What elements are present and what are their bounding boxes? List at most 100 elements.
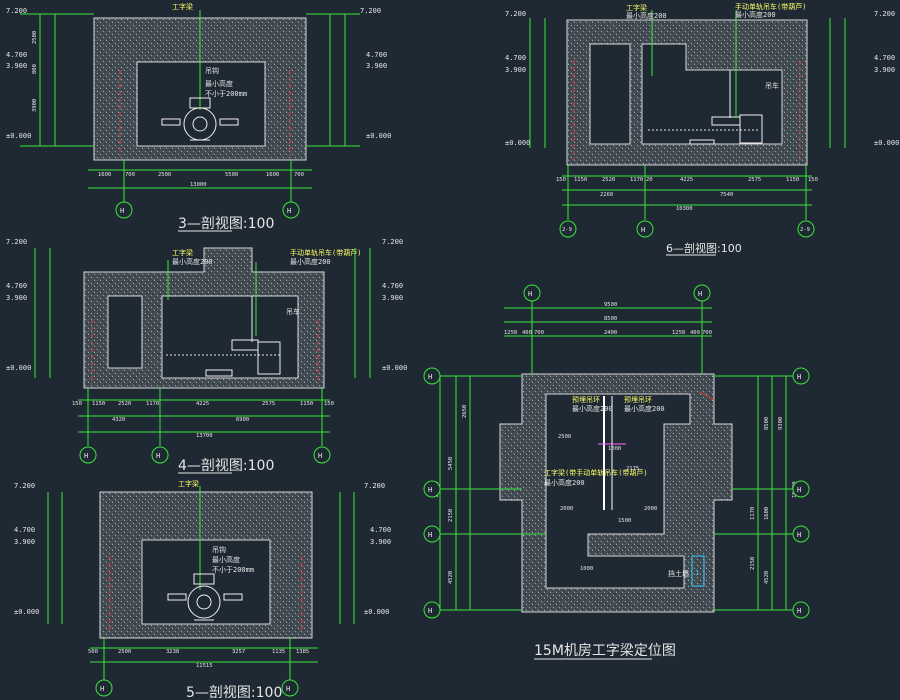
dim-text: 13000 — [190, 182, 207, 188]
dim-text: 1600 — [764, 507, 770, 520]
level-label: 4.700 — [370, 526, 391, 534]
dim-text: 150 — [324, 401, 334, 407]
pump-unit — [167, 573, 243, 621]
level-label: 3.900 — [505, 66, 526, 74]
level-label: 3.900 — [6, 294, 27, 302]
level-label: 4.700 — [366, 51, 387, 59]
note-label: 最小高度200 — [172, 257, 213, 266]
view-title: 15M机房工字梁定位图 — [534, 643, 676, 659]
note-label: 最小高度200 — [544, 478, 585, 487]
axis-label: H — [428, 607, 432, 615]
dim-text: 11515 — [196, 663, 213, 669]
axis-label: H — [797, 486, 801, 494]
dim-text: 4520 — [448, 571, 454, 584]
dim-text: 2150 — [448, 509, 454, 522]
note-label: 最小高度 — [205, 79, 233, 88]
dim-text: 1150 — [300, 401, 313, 407]
marker-label: 1 — [695, 569, 699, 577]
motor-unit — [205, 296, 281, 377]
dim-text: 1150 — [92, 401, 105, 407]
note-label: 吊车 — [765, 81, 779, 90]
note-label: 最小高度200 — [624, 404, 665, 413]
dim-text: 2260 — [600, 192, 613, 198]
grid-axis-bubble — [115, 201, 133, 219]
dim-text: 5500 — [225, 172, 238, 178]
level-label: 7.200 — [6, 238, 27, 246]
note-label: 挡土墙 — [668, 569, 689, 578]
level-label: 7.200 — [6, 7, 27, 15]
note-label: 最小高度200 — [290, 257, 331, 266]
dim-text: 5450 — [448, 457, 454, 470]
dim-text: 8500 — [764, 417, 770, 430]
level-label: 4.700 — [382, 282, 403, 290]
plan-room-void — [545, 393, 691, 589]
dim-text: 150 — [556, 177, 566, 183]
dim-text: 500 — [88, 649, 98, 655]
note-label: 工字梁(带手动单轨吊车(带葫芦) — [544, 468, 648, 477]
dim-text: 4320 — [112, 417, 125, 423]
level-label: 7.200 — [364, 482, 385, 490]
level-label: ±0.000 — [366, 132, 391, 140]
dim-text: 2500 — [32, 31, 38, 44]
level-label: 7.200 — [14, 482, 35, 490]
dim-text: 4225 — [680, 177, 693, 183]
dim-text: 1250 — [672, 330, 685, 336]
dim-text: 2000 — [560, 506, 573, 512]
dim-text: 3257 — [232, 649, 245, 655]
dim-text: 1600 — [98, 172, 111, 178]
note-label: 吊车 — [286, 307, 300, 316]
dim-text: 2650 — [462, 405, 468, 418]
dim-text: 2520 — [118, 401, 131, 407]
level-label: ±0.000 — [6, 132, 31, 140]
view-title: 5—剖视图:100 — [186, 685, 282, 700]
dim-text: 1000 — [608, 446, 621, 452]
level-label: 3.900 — [874, 66, 895, 74]
dim-text: 1500 — [618, 518, 631, 524]
machine-room-beam-plan: 1 预埋吊环 最小高度200 预埋吊环 最小高度200 工字梁(带手动单轨吊车(… — [423, 284, 810, 660]
axis-label: H — [287, 207, 291, 215]
dim-text: 3900 — [32, 99, 38, 112]
dim-text: 1385 — [296, 649, 309, 655]
dim-text: 1170 — [146, 401, 159, 407]
dim-text: 2175 — [626, 466, 639, 472]
dim-text: 1150 — [574, 177, 587, 183]
note-label: 手动单轨吊车(带葫芦) — [290, 248, 361, 257]
level-label: 3.900 — [6, 62, 27, 70]
motor-unit — [689, 70, 763, 145]
note-label: 工字梁 — [178, 479, 199, 488]
axis-label: H — [698, 290, 702, 298]
note-label: 最小高度200 — [572, 404, 613, 413]
room-void — [107, 295, 143, 369]
axis-label: H — [100, 685, 104, 693]
section-view-3: 工字梁 吊钩 最小高度 不小于200mm 7.200 4.700 3.900 ±… — [6, 2, 391, 232]
dim-text: 1135 — [272, 649, 285, 655]
dim-text: 2500 — [118, 649, 131, 655]
dim-text: 1250 — [504, 330, 517, 336]
dim-text: 2150 — [750, 557, 756, 570]
level-label: 7.200 — [382, 238, 403, 246]
level-label: 7.200 — [360, 7, 381, 15]
note-label: 最小高度200 — [626, 11, 667, 20]
level-label: 7.200 — [874, 10, 895, 18]
dim-text: 7540 — [720, 192, 733, 198]
room-void — [641, 43, 783, 145]
note-label: 工字梁 — [172, 248, 193, 257]
dim-text: 9500 — [604, 302, 617, 308]
level-label: 3.900 — [366, 62, 387, 70]
dim-text: 1000 — [580, 566, 593, 572]
pump-unit — [161, 97, 239, 141]
note-label: 预埋吊环 — [624, 395, 652, 404]
axis-label: H — [797, 607, 801, 615]
dim-text: 9300 — [778, 417, 784, 430]
axis-label: H — [428, 373, 432, 381]
dim-text: 1170 — [750, 507, 756, 520]
dim-text: 4520 — [764, 571, 770, 584]
section-view-5: 工字梁 吊钩 最小高度 不小于200mm 7.200 4.700 3.900 ±… — [14, 479, 391, 700]
grid-axis-bubble — [282, 201, 300, 219]
dim-text: 700 — [125, 172, 135, 178]
level-label: ±0.000 — [14, 608, 39, 616]
room-void — [589, 43, 631, 145]
dim-text: 700 — [534, 330, 544, 336]
level-label: 4.700 — [505, 54, 526, 62]
dim-text: 6900 — [236, 417, 249, 423]
